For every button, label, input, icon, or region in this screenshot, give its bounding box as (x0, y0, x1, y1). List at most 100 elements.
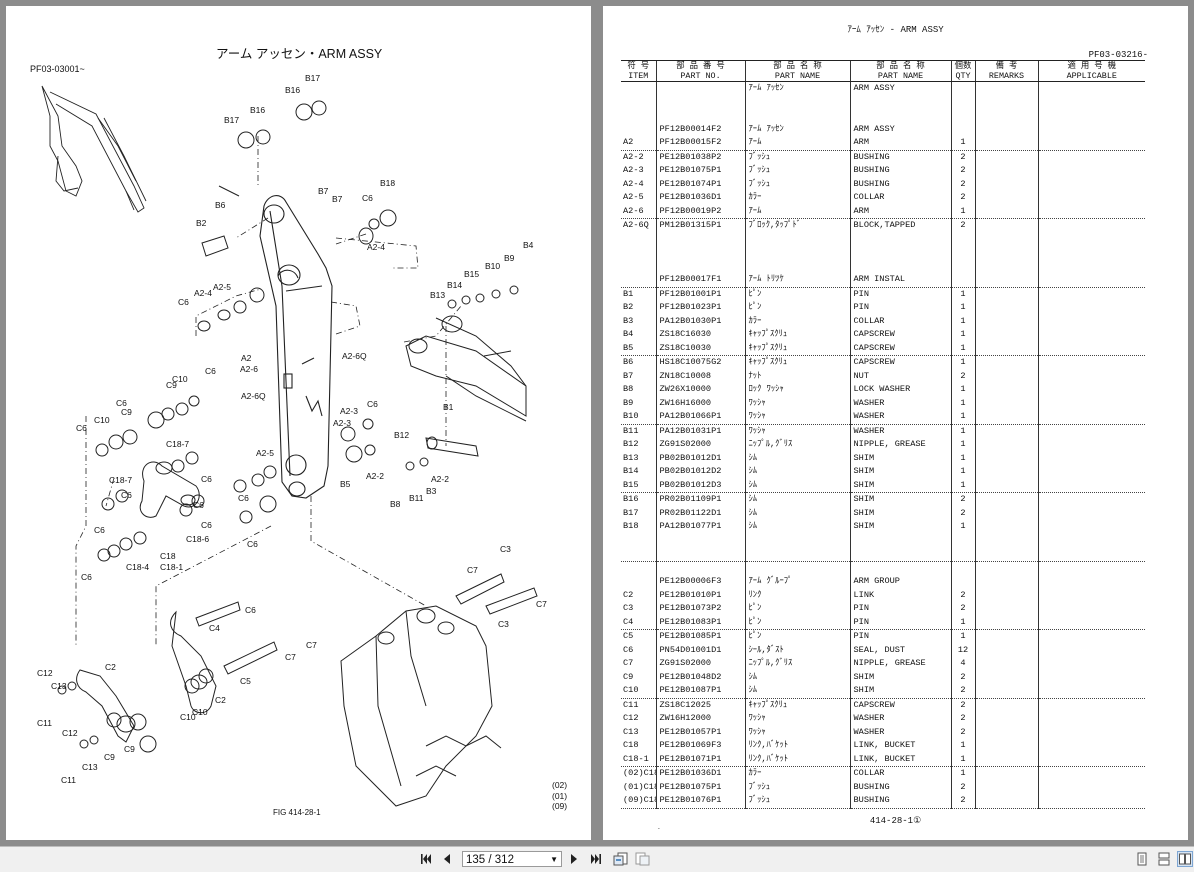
cell-jp: ﾌﾞｯｼｭ (744, 794, 850, 809)
cell-part: ZW16H12000 (655, 712, 745, 726)
cell-item (621, 96, 656, 110)
col-header: 適 用 号 機 (1037, 60, 1145, 71)
part-callout: B8 (390, 499, 401, 509)
cell-en: WASHER (849, 712, 951, 726)
cell-applicable (1037, 149, 1145, 164)
cell-applicable (1037, 547, 1145, 561)
cell-en (849, 232, 951, 246)
cell-item: B7 (623, 370, 634, 381)
cell-qty: 2 (950, 149, 975, 164)
cell-jp: ﾘﾝｸ,ﾊﾞｹｯﾄ (744, 739, 850, 753)
cell-jp: ｶﾗｰ (744, 766, 850, 781)
cell-item (621, 273, 656, 287)
single-page-view-icon[interactable] (1135, 851, 1149, 867)
cell-applicable (1037, 766, 1145, 781)
chevron-down-icon[interactable]: ▼ (550, 855, 558, 864)
cell-en: CAPSCREW (849, 328, 951, 342)
part-callout: B1 (443, 402, 454, 412)
page-number-field[interactable]: 135 / 312 ▼ (462, 851, 562, 867)
part-callout: C6 (201, 520, 212, 530)
cell-en (849, 109, 951, 123)
cell-en: ARM ASSY (849, 122, 951, 136)
part-callout: B16 (285, 85, 301, 95)
cell-item: B1 (621, 286, 656, 301)
table-row (621, 533, 1145, 547)
col-header: REMARKS (974, 71, 1038, 82)
part-callout: C6 (247, 539, 258, 549)
cell-applicable (1037, 506, 1145, 520)
cell-en: BLOCK,TAPPED (849, 218, 951, 233)
cell-qty: 1 (950, 301, 975, 315)
go-back-icon[interactable] (612, 851, 628, 867)
cell-en: SHIM (849, 506, 951, 520)
part-callout: A2-3 (333, 418, 351, 428)
cell-qty: 1 (950, 629, 975, 644)
part-callout: B9 (504, 253, 515, 263)
boom-end (405, 315, 527, 422)
cell-applicable (1037, 177, 1145, 191)
cell-item (621, 560, 656, 575)
col-header: ITEM (621, 71, 656, 82)
next-page-icon[interactable] (568, 851, 580, 867)
two-page-view-icon[interactable] (1177, 851, 1193, 867)
first-page-icon[interactable] (419, 851, 433, 867)
part-callout: B7 (332, 194, 343, 204)
cell-item: C18-1 (623, 753, 649, 764)
cell-item (621, 109, 656, 123)
cell-applicable (1037, 752, 1145, 767)
cell-qty: 2 (950, 588, 975, 602)
part-callout: B13 (430, 290, 446, 300)
part-callout: C12 (37, 668, 53, 678)
diagram-title: アーム アッセン・ARM ASSY (216, 47, 383, 61)
cell-qty (950, 95, 975, 109)
cell-remarks (974, 520, 1038, 534)
cell-remarks (974, 712, 1038, 726)
cell-part: PE12B01057P1 (655, 725, 745, 739)
cell-item: C18 (623, 740, 639, 750)
cell-applicable (1037, 438, 1145, 452)
cell-item: A2 (623, 137, 634, 147)
cell-applicable (1037, 533, 1145, 547)
cell-en: PIN (849, 615, 951, 630)
cell-applicable (1037, 684, 1145, 698)
cell-part: PF12B01001P1 (655, 286, 745, 301)
go-forward-icon[interactable] (634, 851, 650, 867)
cell-item: B13 (623, 452, 639, 463)
cell-jp: ﾅｯﾄ (744, 369, 850, 383)
cell-jp (744, 95, 850, 109)
table-row (621, 95, 1145, 110)
part-callout: C6 (362, 193, 373, 203)
cell-remarks (974, 191, 1038, 205)
cell-jp: ﾜｯｼｬ (744, 410, 850, 424)
cell-item: C5 (621, 629, 656, 644)
cell-qty: 2 (950, 164, 975, 178)
part-callout: B10 (485, 261, 501, 271)
prev-page-icon[interactable] (441, 851, 453, 867)
cell-qty: 1 (950, 314, 975, 328)
cell-part: PE12B01073P2 (655, 602, 745, 616)
cell-en: WASHER (849, 410, 951, 424)
cell-applicable (1037, 697, 1145, 712)
cell-remarks (974, 588, 1038, 602)
cell-jp: ｼﾑ (744, 520, 850, 534)
cell-remarks (974, 560, 1038, 575)
cell-jp: ｷｬｯﾌﾟｽｸﾘｭ (744, 341, 850, 356)
cell-remarks (974, 396, 1038, 410)
part-callout: C6 (245, 605, 256, 615)
cell-qty: 1 (950, 438, 975, 452)
last-page-icon[interactable] (589, 851, 603, 867)
part-callout: A2-3 (340, 406, 358, 416)
cell-en: CAPSCREW (849, 697, 951, 712)
cell-applicable (1037, 109, 1145, 123)
cell-applicable (1037, 122, 1145, 136)
part-callout: C10 (180, 712, 196, 722)
cell-item: B18 (623, 521, 639, 531)
continuous-view-icon[interactable] (1157, 851, 1171, 867)
